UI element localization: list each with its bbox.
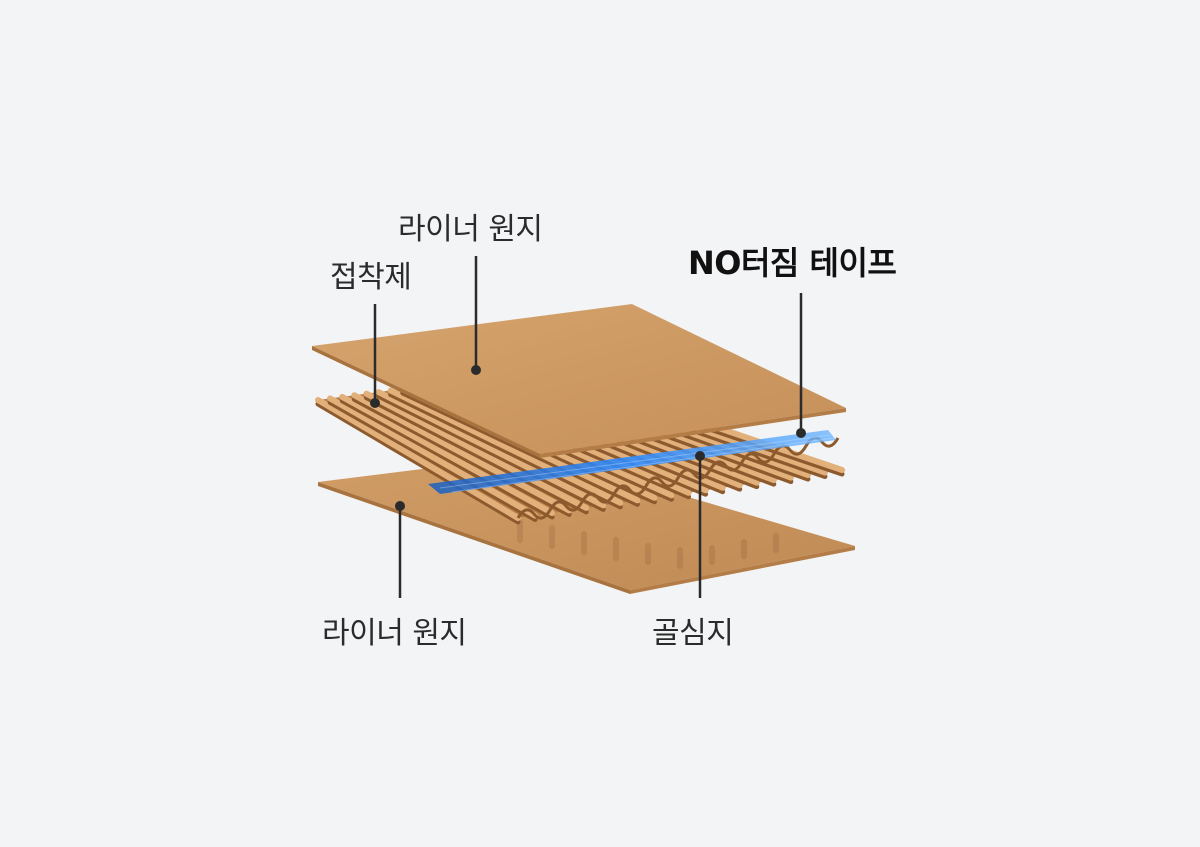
flute-ridge-shadow <box>327 399 538 522</box>
flute-ridge-shadow <box>339 398 555 520</box>
flute-ridge <box>351 392 573 514</box>
callouts <box>370 256 806 598</box>
callout-adhesive-dot <box>370 398 380 408</box>
top-liner-label: 라이너 원지 <box>398 212 543 247</box>
flute-ridge-shadow <box>351 396 572 517</box>
flute-ridge <box>387 387 624 506</box>
callout-top-liner-dot <box>471 365 481 375</box>
flute-ridge-shadow <box>315 401 521 525</box>
flute-ridge-shadow <box>400 390 640 507</box>
callout-bottom-liner-dot <box>395 501 405 511</box>
flute-ridge <box>339 393 556 516</box>
callout-medium-dot <box>695 451 705 461</box>
flute-ridge <box>315 397 521 521</box>
callout-tape-dot <box>796 428 806 438</box>
corrugated-medium-label: 골심지 <box>652 616 734 651</box>
flute-ridge-shadow <box>363 395 589 515</box>
adhesive-label: 접착제 <box>330 260 412 295</box>
flute-ridge <box>363 390 590 511</box>
no-burst-tape <box>428 430 836 494</box>
bottom-liner-flute-shadows <box>517 519 779 569</box>
flute-ridge-shadow <box>376 393 606 512</box>
bottom-liner-label: 라이너 원지 <box>322 616 467 651</box>
flute-ridge <box>327 395 539 519</box>
tape-label: NO터짐 테이프 <box>688 244 897 282</box>
top-liner-sheet <box>312 304 846 458</box>
flute-ridge <box>375 389 607 509</box>
flute-ridge-shadow <box>388 392 623 510</box>
